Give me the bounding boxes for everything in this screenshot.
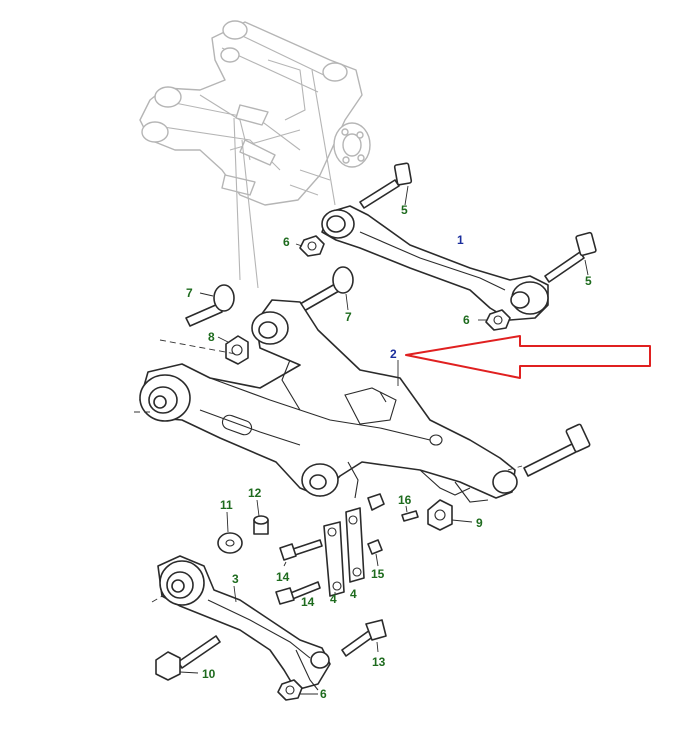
- callout-11-washer-large: 11: [220, 498, 233, 512]
- nut-15: [367, 493, 385, 567]
- link-4-b: [345, 507, 365, 583]
- callout-3-lower-arm: 3: [232, 572, 239, 586]
- callout-6-nut-lower: 6: [320, 687, 327, 701]
- bolt-13: [341, 619, 387, 657]
- crossmember-part: [139, 299, 518, 503]
- lower-arm-part: [157, 555, 331, 691]
- callout-7-bolt-mid: 7: [345, 310, 352, 324]
- washer-12: [253, 499, 269, 535]
- callout-8-bushing-nut: 8: [208, 330, 215, 344]
- callout-9-nut-bracket: 9: [476, 516, 483, 530]
- callout-4-link-b: 4: [350, 587, 357, 601]
- callout-14-bolt-link-bottom: 14: [301, 595, 315, 609]
- bolt-14-bottom: [275, 581, 321, 605]
- bolt-14-top: [279, 539, 323, 567]
- ghost-subframe-assembly: [139, 20, 371, 206]
- link-4-a: [323, 521, 345, 597]
- washer-11: [217, 511, 243, 554]
- bolt-10: [155, 635, 221, 681]
- upper-arm-part: [321, 205, 549, 321]
- callout-12-washer-small: 12: [248, 486, 262, 500]
- callout-16-screw-small: 16: [398, 493, 412, 507]
- nut-6-lower: [277, 679, 318, 701]
- callout-5-bolt-right: 5: [585, 274, 592, 288]
- bolt-long-right: [523, 423, 591, 477]
- callout-5-bolt-top: 5: [401, 203, 408, 217]
- red-pointer-arrow: [405, 335, 651, 379]
- callout-4-link-a: 4: [330, 592, 337, 606]
- callout-2-crossmember: 2: [390, 347, 397, 361]
- bolt-5-right: [544, 231, 597, 283]
- callout-14-bolt-link-top: 14: [276, 570, 290, 584]
- callout-1-upper-arm: 1: [457, 233, 464, 247]
- callout-13-bolt-link: 13: [372, 655, 386, 669]
- screw-16: [401, 505, 419, 522]
- nut-6-upper-right: [478, 309, 511, 331]
- nut-6-upper-left: [295, 235, 325, 257]
- callout-10-bolt-lower: 10: [202, 667, 216, 681]
- nut-9: [427, 499, 473, 531]
- bolt-7-mid: [299, 266, 354, 312]
- bolt-5-top: [359, 162, 413, 209]
- callout-6-nut-upper-left: 6: [283, 235, 290, 249]
- callout-15-nut-link: 15: [371, 567, 385, 581]
- bushing-nut-8: [217, 335, 249, 365]
- ghost-leader-lines: [233, 69, 336, 289]
- bolt-7-left: [185, 284, 235, 327]
- callout-7-bolt-left: 7: [186, 286, 193, 300]
- callout-6-nut-upper-right: 6: [463, 313, 470, 327]
